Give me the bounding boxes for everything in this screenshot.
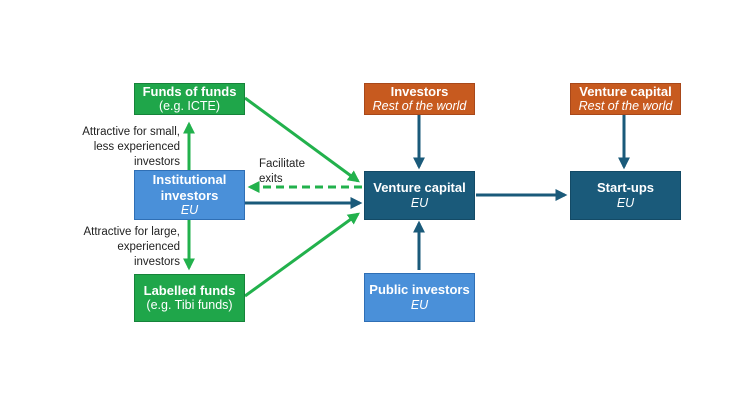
public-investors-title: Public investors [369,282,470,298]
labelled-funds-subtitle: (e.g. Tibi funds) [146,298,233,313]
annotation-small-investors: Attractive for small, less experienced i… [82,126,180,168]
investors-rest-of-world-subtitle: Rest of the world [372,99,467,114]
venture-capital-eu-subtitle: EU [410,195,429,210]
labelled-funds-title: Labelled funds [143,282,236,298]
startups-subtitle: EU [616,195,635,210]
venture-capital-eu-title: Venture capital [373,180,466,196]
annotation-facilitate-exits: Facilitate exits [259,158,306,185]
investors-rest-of-world-node: Investors Rest of the world [364,83,475,115]
arrow-funds-of-funds-to-vc [244,96,360,183]
labelled-funds-node: Labelled funds (e.g. Tibi funds) [134,274,245,322]
funds-of-funds-title: Funds of funds [142,83,237,99]
vc-rest-of-world-title: Venture capital [579,83,672,99]
startups-title: Start-ups [596,180,655,196]
institutional-investors-subtitle: EU [180,203,199,218]
venture-capital-eu-node: Venture capital EU [364,171,475,220]
investors-rest-of-world-title: Investors [390,83,449,99]
vc-rest-of-world-subtitle: Rest of the world [578,99,673,114]
annotation-large-investors: Attractive for large, experienced invest… [83,226,180,268]
startups-node: Start-ups EU [570,171,681,220]
vc-rest-of-world-node: Venture capital Rest of the world [570,83,681,115]
public-investors-subtitle: EU [410,297,429,312]
institutional-investors-title: Institutional investors [152,171,227,203]
institutional-investors-node: Institutional investors EU [134,170,245,220]
arrow-labelled-funds-to-vc [244,212,360,298]
funds-of-funds-node: Funds of funds (e.g. ICTE) [134,83,245,115]
public-investors-node: Public investors EU [364,273,475,322]
funds-of-funds-subtitle: (e.g. ICTE) [158,99,221,114]
